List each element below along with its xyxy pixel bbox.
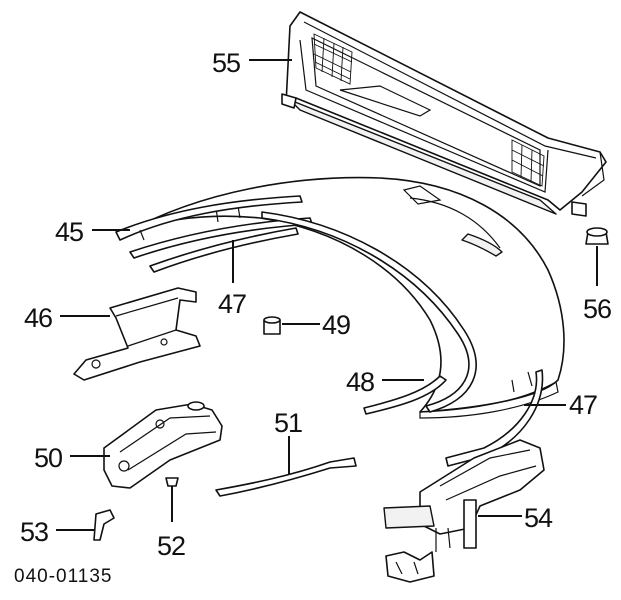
callout-46: 46: [24, 303, 52, 333]
part-50-hinge-bracket: [103, 401, 223, 489]
callout-49: 49: [322, 310, 350, 340]
part-51-strip: [215, 457, 357, 497]
part-47-seal-lower: [445, 369, 544, 467]
part-52-pin: [165, 477, 179, 487]
part-48-curved-seal: [261, 211, 477, 415]
callout-56: 56: [583, 294, 611, 324]
mesh-panel-right: [511, 139, 545, 187]
callout-48: 48: [346, 367, 374, 397]
part-54-latch-assembly: [383, 439, 545, 583]
callout-55: 55: [212, 48, 240, 78]
callout-50: 50: [34, 443, 62, 473]
part-47-seal-upper: [149, 227, 299, 273]
callout-52: 52: [157, 531, 185, 561]
callout-54: 54: [524, 503, 553, 533]
part-55-wind-deflector: [281, 11, 607, 217]
part-56-stud: [585, 227, 609, 245]
callout-47-upper: 47: [218, 289, 246, 319]
part-53-clip: [93, 509, 115, 541]
mesh-panel-left: [313, 33, 353, 85]
part-49-plug: [263, 316, 281, 335]
callout-45: 45: [55, 217, 83, 247]
drawing-code: 040-01135: [14, 566, 112, 587]
callout-51: 51: [274, 408, 302, 438]
callout-47-lower: 47: [569, 390, 597, 420]
part-46-bracket: [73, 287, 201, 381]
callout-53: 53: [20, 517, 48, 547]
